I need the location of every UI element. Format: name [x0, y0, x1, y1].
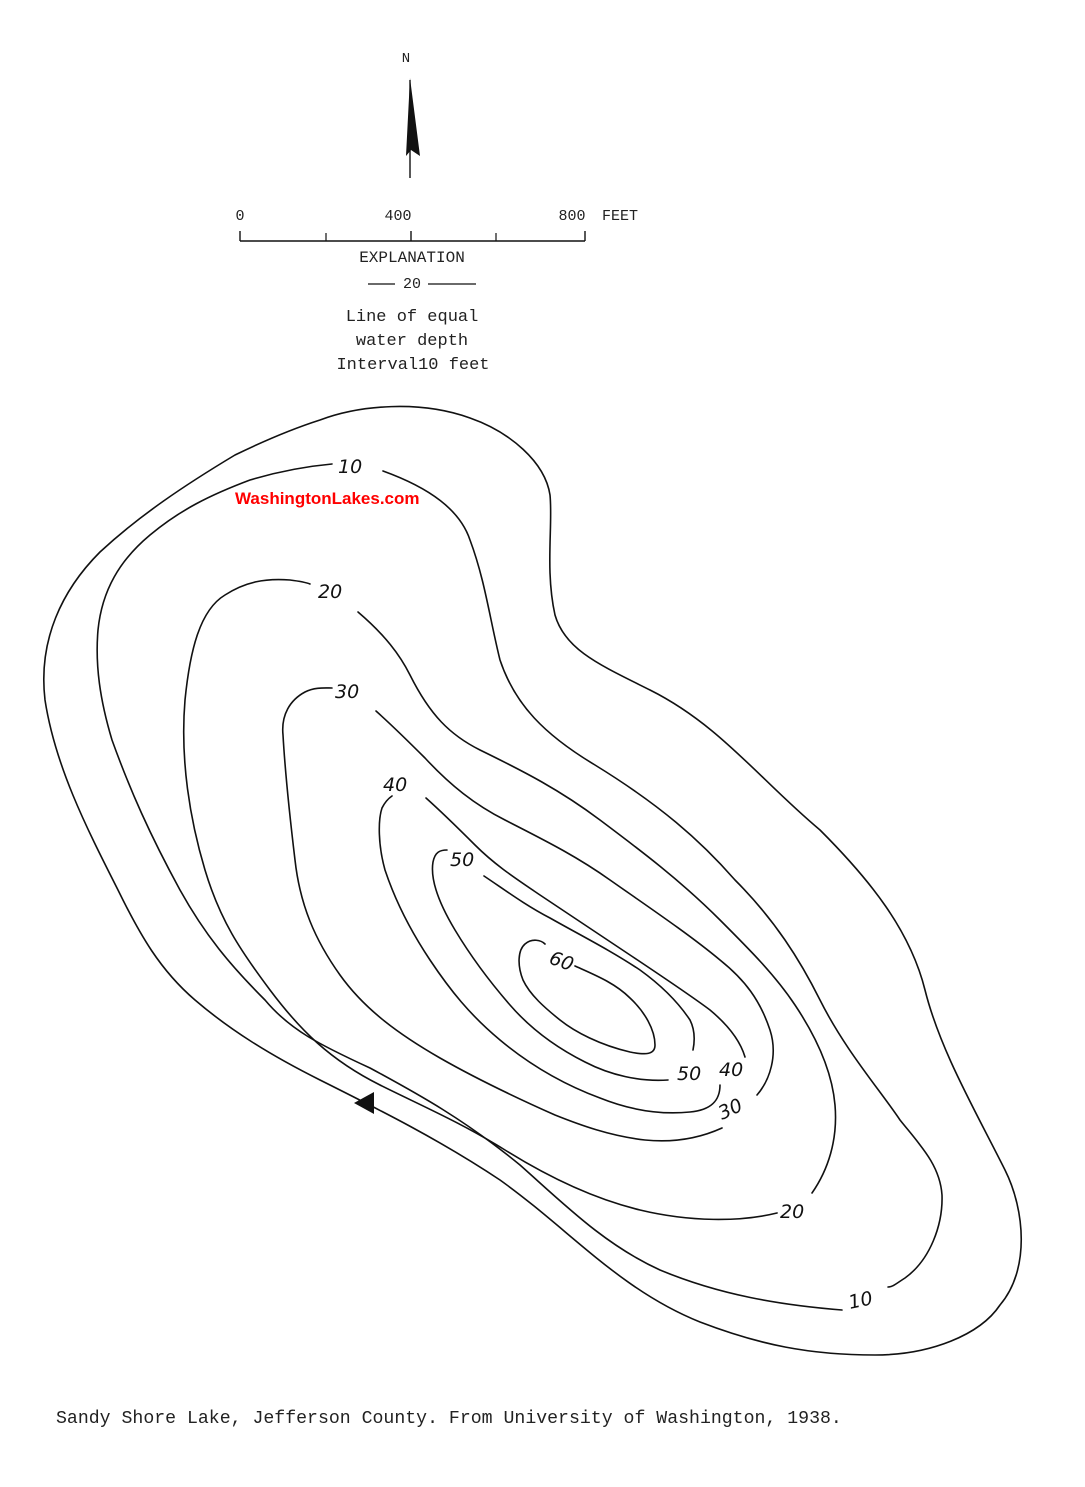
legend-text-line2: water depth — [356, 332, 468, 351]
contour-20ft — [357, 611, 837, 1194]
contour-40ft — [425, 797, 746, 1058]
north-label: N — [402, 51, 410, 67]
scale-tick-400: 400 — [384, 208, 411, 225]
contour-40ft — [378, 795, 721, 1114]
depth-label-50-top: 50 — [450, 849, 474, 871]
depth-label-60: 60 — [546, 947, 576, 976]
depth-label-50-bottom: 50 — [677, 1063, 701, 1085]
legend: EXPLANATION 20 Line of equal water depth… — [336, 249, 489, 375]
scale-tick-800: 800 — [558, 208, 585, 225]
contour-20ft — [182, 578, 778, 1221]
scale-tick-0: 0 — [235, 208, 244, 225]
contour-50ft — [431, 849, 669, 1082]
map-caption: Sandy Shore Lake, Jefferson County. From… — [56, 1409, 842, 1429]
depth-label-20-bottom: 20 — [780, 1201, 804, 1223]
contour-10ft — [96, 463, 843, 1311]
depth-label-30-bottom: 30 — [715, 1094, 746, 1124]
legend-text-line3: Interval10 feet — [336, 356, 489, 375]
depth-labels: 10 20 30 40 50 60 50 40 30 20 10 — [318, 456, 875, 1314]
north-arrow-head-icon — [406, 78, 420, 156]
scale-bar: 0 400 800 FEET — [235, 208, 638, 242]
legend-sample-value: 20 — [403, 276, 421, 293]
depth-label-30-top: 30 — [335, 681, 359, 703]
triangle-left-icon — [354, 1092, 374, 1114]
depth-label-40-top: 40 — [383, 774, 407, 796]
depth-label-10-top: 10 — [338, 456, 362, 478]
contour-30ft — [281, 687, 723, 1142]
watermark-text: WashingtonLakes.com — [235, 489, 420, 508]
contour-60ft — [518, 939, 656, 1055]
contour-50ft — [483, 875, 696, 1051]
depth-label-40-bottom: 40 — [719, 1059, 743, 1081]
contour-30ft — [375, 710, 774, 1096]
legend-title: EXPLANATION — [359, 249, 465, 267]
north-arrow: N — [402, 51, 420, 178]
scale-unit: FEET — [602, 208, 638, 225]
legend-text-line1: Line of equal — [346, 308, 479, 327]
depth-label-10-bottom: 10 — [846, 1287, 874, 1314]
shoreline-contour — [43, 405, 1022, 1356]
contour-10ft — [382, 470, 943, 1288]
depth-label-20-top: 20 — [318, 581, 342, 603]
